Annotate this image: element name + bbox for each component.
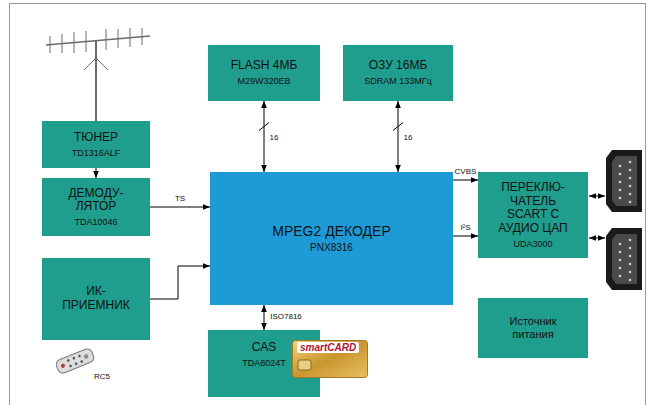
signal-name: TS bbox=[175, 195, 185, 204]
signal-name: I²S bbox=[460, 224, 470, 233]
component-name: ОЗУ 16МБ bbox=[369, 59, 428, 73]
signal-connector bbox=[96, 168, 97, 178]
bus-width-mark bbox=[393, 123, 403, 131]
component-name: MPEG2 ДЕКОДЕР bbox=[272, 223, 390, 239]
component-name: CAS bbox=[252, 341, 277, 355]
memory-box: ОЗУ 16МБ SDRAM 133МГц bbox=[343, 45, 453, 101]
signal-name: 16 bbox=[404, 134, 413, 143]
component-box: Источник питания bbox=[478, 298, 588, 358]
scart-wire bbox=[589, 238, 605, 239]
signal-name: ISO7816 bbox=[270, 313, 302, 322]
signal-connector bbox=[453, 236, 478, 237]
remote-protocol: RC5 bbox=[94, 373, 110, 382]
component-box: ДЕМОДУ- ЛЯТОР TDA10046 bbox=[42, 178, 150, 236]
part-number: M29W320EB bbox=[237, 76, 290, 86]
signal-name: 16 bbox=[270, 134, 279, 143]
part-number: TD1316ALF bbox=[72, 148, 121, 158]
signal-connector bbox=[150, 207, 210, 208]
bus-width-mark bbox=[259, 123, 269, 131]
card-logo: smartCARD bbox=[297, 342, 359, 353]
component-box: ИК- ПРИЕМНИК bbox=[42, 258, 150, 340]
memory-box: FLASH 4МБ M29W320EB bbox=[208, 45, 320, 101]
component-name: Источник питания bbox=[497, 315, 569, 340]
signal-connector bbox=[264, 101, 265, 172]
scart-connector bbox=[606, 228, 642, 290]
scart-wire bbox=[589, 196, 605, 197]
component-box: ПЕРЕКЛЮ- ЧАТЕЛЬ SCART С АУДИО ЦАП UDA3000 bbox=[478, 172, 588, 258]
component-name: FLASH 4МБ bbox=[231, 59, 298, 73]
processor-box: MPEG2 ДЕКОДЕР PNX8316 bbox=[210, 172, 453, 305]
signal-connector bbox=[398, 101, 399, 172]
component-box: ТЮНЕР TD1316ALF bbox=[42, 121, 150, 168]
signal-connector bbox=[264, 305, 265, 330]
part-number: PNX8316 bbox=[310, 242, 353, 254]
component-name: ТЮНЕР bbox=[74, 131, 118, 145]
part-number: TDA10046 bbox=[74, 217, 117, 227]
component-name: ПЕРЕКЛЮ- ЧАТЕЛЬ SCART С АУДИО ЦАП bbox=[494, 181, 572, 236]
signal-name: CVBS bbox=[455, 168, 477, 177]
part-number: UDA3000 bbox=[513, 239, 552, 249]
part-number: SDRAM 133МГц bbox=[364, 76, 432, 86]
remote-control-icon bbox=[55, 347, 95, 374]
part-number: TDA8024T bbox=[242, 358, 286, 368]
signal-connector bbox=[453, 180, 478, 181]
component-name: ИК- ПРИЕМНИК bbox=[56, 285, 136, 313]
antenna-symbol bbox=[46, 28, 150, 121]
figure-frame bbox=[10, 4, 646, 405]
signal-connector bbox=[150, 266, 210, 299]
component-name: ДЕМОДУ- ЛЯТОР bbox=[56, 187, 136, 215]
scart-connector bbox=[606, 150, 642, 212]
